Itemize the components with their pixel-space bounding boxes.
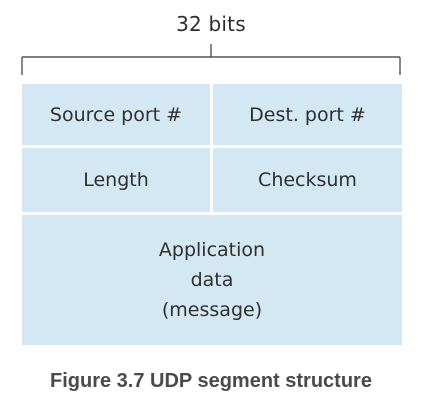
source-port-field: Source port # [22, 84, 210, 145]
data-line-2: data [190, 269, 234, 291]
length-field: Length [22, 148, 210, 212]
data-line-1: Application [158, 239, 266, 261]
dest-port-field: Dest. port # [213, 84, 402, 145]
width-bracket [21, 44, 401, 75]
application-data-field: Application data (message) [22, 215, 402, 345]
checksum-field: Checksum [213, 148, 402, 212]
udp-segment: Source port # Dest. port # Length Checks… [22, 84, 402, 345]
width-label: 32 bits [176, 12, 246, 36]
figure-caption: Figure 3.7 UDP segment structure [50, 370, 372, 392]
data-line-3: (message) [161, 299, 263, 321]
